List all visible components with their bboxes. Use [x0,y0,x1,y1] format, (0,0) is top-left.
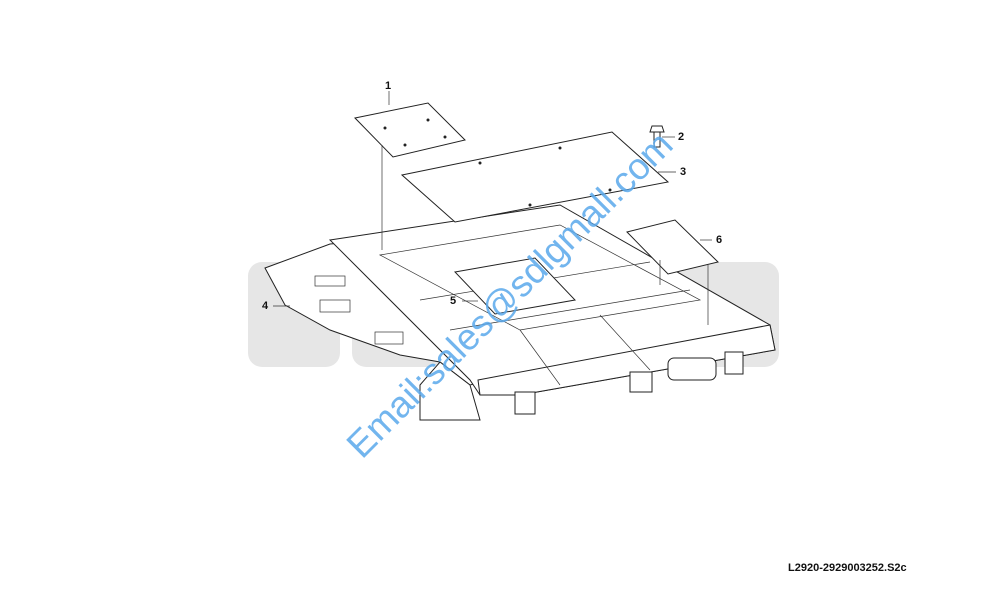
cover-plate-1 [354,102,466,250]
callout-3: 3 [680,166,687,178]
top-plate-3 [400,131,670,223]
callout-4: 4 [262,300,269,312]
bolt-2 [649,125,665,148]
callout-6: 6 [716,234,723,246]
callout-2: 2 [678,131,685,143]
callout-leaders [273,91,712,307]
middle-plate-5 [453,257,577,315]
cover-plate-6 [626,219,719,325]
drawing-code: L2920-2929003252.S2c [788,562,907,574]
callout-1: 1 [385,80,392,92]
callout-5: 5 [450,295,457,307]
